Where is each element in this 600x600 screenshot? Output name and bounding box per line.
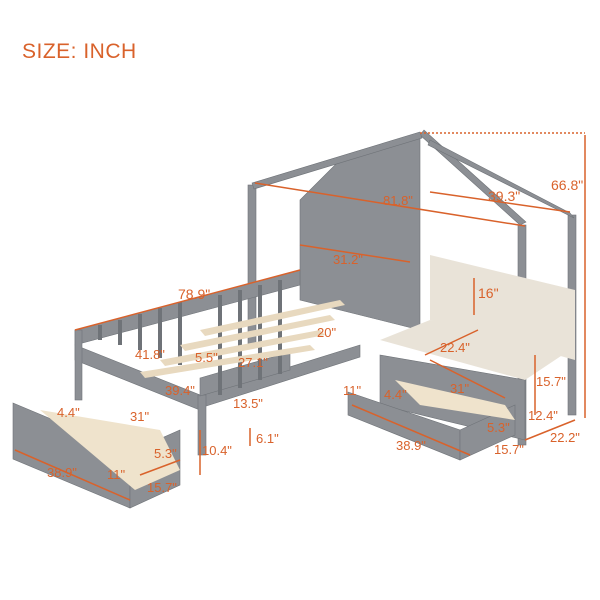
dim-backrest-height: 16" [478,285,499,301]
dim-drawer2-side: 5.3" [487,420,510,435]
dim-drawer1-width: 15.7" [147,480,177,495]
bench-seat [380,320,570,380]
dim-drawer2-width: 15.7" [494,442,524,457]
dimension-lines [14,132,586,501]
dim-bench-depth: 22.2" [550,430,580,445]
dim-rail-height: 13.5" [233,396,263,411]
drawer-right-interior [395,380,515,420]
dim-drawer2-inner-length: 31" [450,381,470,396]
dim-bench-leg: 12.4" [528,408,558,423]
dim-bed-width: 41.8" [135,347,165,362]
roof-beam-right [427,139,575,219]
dim-inner-width: 39.4" [165,383,195,398]
dim-slat-gap: 5.5" [195,350,218,365]
dim-roof-width: 81.8" [383,193,413,208]
dim-rail-length: 27.1" [238,355,268,370]
roof-beam-top [251,131,423,190]
dim-drawer1-side: 5.3" [154,446,177,461]
size-unit-title: SIZE: INCH [22,40,137,63]
dim-drawer1-height: 11" [107,467,126,482]
dim-seat-depth: 22.4" [440,340,470,355]
dim-drawer1-inner-length: 31" [130,409,150,424]
dim-total-height: 66.8" [551,177,584,193]
dim-bed-length: 78.9" [178,286,211,302]
dim-shelf-width: 31.2" [333,252,363,267]
dim-drawer2-inner-depth: 4.4" [384,387,407,402]
dim-leg-height: 10.4" [202,443,232,458]
dim-clearance: 6.1" [256,431,279,446]
dim-drawer1-inner-depth: 4.4" [57,405,80,420]
dim-roof-depth: 39.3" [488,188,521,204]
bench-backrest [430,255,575,360]
bed-leg-left [74,329,83,401]
dim-drawer2-height: 11" [343,383,362,398]
dim-drawer1-length: 38.9" [47,465,77,480]
bed-slats [140,300,345,378]
dim-rail-gap: 20" [317,325,337,340]
dim-drawer2-length: 38.9" [396,438,426,453]
dim-bench-height: 15.7" [536,374,566,389]
drawer-left-interior [40,410,180,490]
